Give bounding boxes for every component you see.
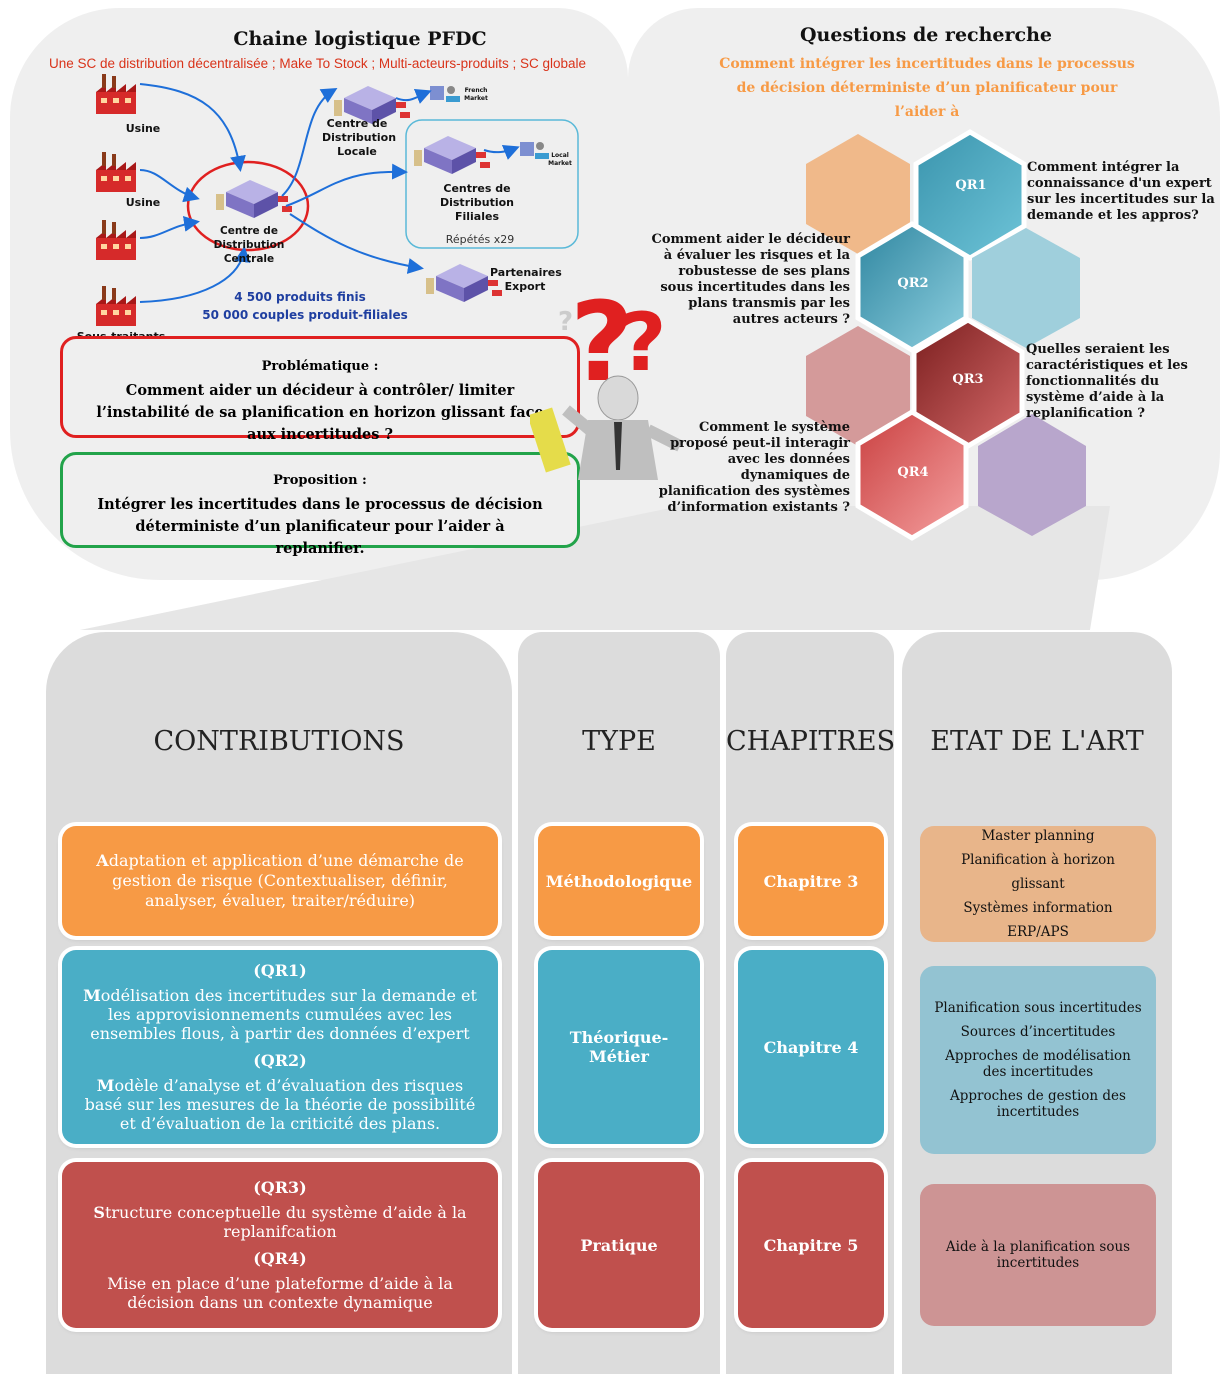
qr4-question: Comment le système proposé peut-il inter…	[658, 420, 850, 515]
qr-tag: (QR3)	[253, 1178, 307, 1197]
type-card: Théorique-Métier	[538, 950, 700, 1144]
contribution-initial: M	[83, 986, 101, 1005]
problem-box: Problématique : Comment aider un décideu…	[60, 336, 580, 443]
state-item: Sources d’incertitudes	[960, 1024, 1116, 1040]
contribution-card: Adaptation et application d’une démarche…	[62, 826, 498, 936]
chapter-card: Chapitre 4	[738, 950, 884, 1144]
state-item: Planification sous incertitudes	[934, 1000, 1142, 1016]
contribution-text: tructure conceptuelle du système d’aide …	[104, 1203, 467, 1241]
type-label: Théorique-Métier	[569, 1028, 669, 1066]
contribution-initial: A	[96, 851, 109, 870]
qr1-question: Comment intégrer la connaissance d'un ex…	[1027, 160, 1215, 223]
type-card: Méthodologique	[538, 826, 700, 936]
proposition-text: Intégrer les incertitudes dans le proces…	[97, 496, 543, 557]
products-count: 4 500 produits finis	[234, 290, 366, 304]
local-dc-label: Centre de Distribution Locale	[322, 117, 397, 158]
chapter-label: Chapitre 5	[763, 1235, 859, 1255]
factory-label: Usine	[125, 122, 161, 135]
type-card: Pratique	[538, 1162, 700, 1328]
qr3-question: Quelles seraient les caractéristiques et…	[1026, 342, 1188, 421]
type-label: Méthodologique	[545, 871, 693, 891]
state-item: Aide à la planification sous incertitude…	[945, 1239, 1131, 1271]
hexagon-decor	[806, 326, 910, 446]
qr2-question: Comment aider le décideur à évaluer les …	[651, 232, 851, 327]
qr2-label: QR2	[897, 276, 929, 291]
svg-text:?: ?	[620, 296, 666, 389]
contribution-initial: M	[96, 1076, 115, 1095]
chapter-label: Chapitre 4	[763, 1037, 859, 1057]
subsidiary-warehouse-icon	[414, 136, 490, 174]
contribution-text: daptation et application d’une démarche …	[108, 851, 464, 910]
funnel-connector	[80, 506, 1110, 630]
state-item: Master planning	[981, 828, 1095, 844]
state-of-art-heading: ETAT DE L'ART	[930, 726, 1144, 757]
hexagon-cluster	[806, 129, 1086, 541]
supply-chain-title: Chaine logistique PFDC	[233, 28, 487, 50]
supply-chain-subtitle: Une SC de distribution décentralisée ; M…	[48, 56, 586, 71]
supply-chain-diagram	[96, 74, 579, 326]
proposition-title: Proposition :	[273, 473, 367, 488]
central-dc-label: Centre de Distribution Centrale	[213, 225, 285, 265]
hexagon-decor	[806, 134, 910, 254]
factory-icon	[96, 220, 136, 260]
hexagon-decor	[978, 414, 1086, 536]
subsidiaries-dc-label: Centres de Distribution Filiales	[439, 182, 515, 223]
repeated-label: Répétés x29	[445, 233, 515, 246]
export-partners-label: Partenaires Export	[490, 266, 562, 293]
contribution-card: (QR1) Modélisation des incertitudes sur …	[62, 950, 498, 1144]
hexagon-qr1	[913, 129, 1027, 261]
local-market-label: Local Market	[548, 152, 572, 167]
qr4-label: QR4	[897, 465, 929, 480]
type-label: Pratique	[580, 1235, 658, 1255]
french-market-label: French Market	[464, 87, 488, 102]
state-of-art-card: Aide à la planification sous incertitude…	[920, 1184, 1156, 1326]
hexagon-qr2	[855, 221, 969, 353]
problem-title: Problématique :	[261, 359, 379, 374]
contribution-text: Mise en place d’une plateforme d’aide à …	[107, 1274, 453, 1312]
state-of-art-card: Master planning Planification à horizon …	[920, 826, 1156, 942]
research-subtitle: Comment intégrer les incertitudes dans l…	[719, 56, 1135, 120]
problem-text: Comment aider un décideur à contrôler/ l…	[96, 382, 544, 443]
state-item: Planification à horizon glissant	[961, 852, 1115, 892]
factory-icon	[96, 286, 136, 326]
state-of-art-card: Planification sous incertitudes Sources …	[920, 966, 1156, 1154]
thinking-person-icon: ? ? ?	[530, 278, 683, 480]
chapters-heading: CHAPITRES	[726, 726, 896, 757]
qr1-label: QR1	[955, 178, 987, 193]
qr-tag: (QR1)	[253, 961, 307, 980]
chapter-card: Chapitre 5	[738, 1162, 884, 1328]
contribution-initial: S	[93, 1203, 105, 1222]
contribution-text: odèle d’analyse et d’évaluation des risq…	[84, 1076, 476, 1133]
factory-label: Usine	[125, 196, 161, 209]
state-item: Approches de modélisation des incertitud…	[945, 1048, 1131, 1080]
contributions-heading: CONTRIBUTIONS	[153, 726, 405, 757]
hexagon-qr4	[855, 409, 969, 541]
market-icon	[520, 142, 549, 159]
chapter-card: Chapitre 3	[738, 826, 884, 936]
svg-text:?: ?	[558, 307, 573, 337]
chapter-label: Chapitre 3	[763, 871, 859, 891]
factory-icon	[96, 152, 136, 192]
state-item: Approches de gestion des incertitudes	[950, 1088, 1126, 1120]
qr-tag: (QR2)	[253, 1051, 307, 1070]
couples-count: 50 000 couples produit-filiales	[202, 308, 408, 322]
proposition-box: Proposition : Intégrer les incertitudes …	[60, 452, 580, 557]
hexagon-decor	[972, 228, 1080, 348]
market-icon	[430, 86, 460, 102]
research-title: Questions de recherche	[800, 24, 1052, 46]
state-item: Systèmes information ERP/APS	[963, 900, 1113, 940]
type-heading: TYPE	[582, 726, 656, 757]
contribution-text: odélisation des incertitudes sur la dema…	[90, 986, 477, 1043]
factory-icon	[96, 74, 136, 114]
qr3-label: QR3	[952, 372, 984, 387]
central-warehouse-icon	[216, 180, 292, 218]
contribution-card: (QR3) Structure conceptuelle du système …	[62, 1162, 498, 1328]
qr-tag: (QR4)	[253, 1249, 307, 1268]
